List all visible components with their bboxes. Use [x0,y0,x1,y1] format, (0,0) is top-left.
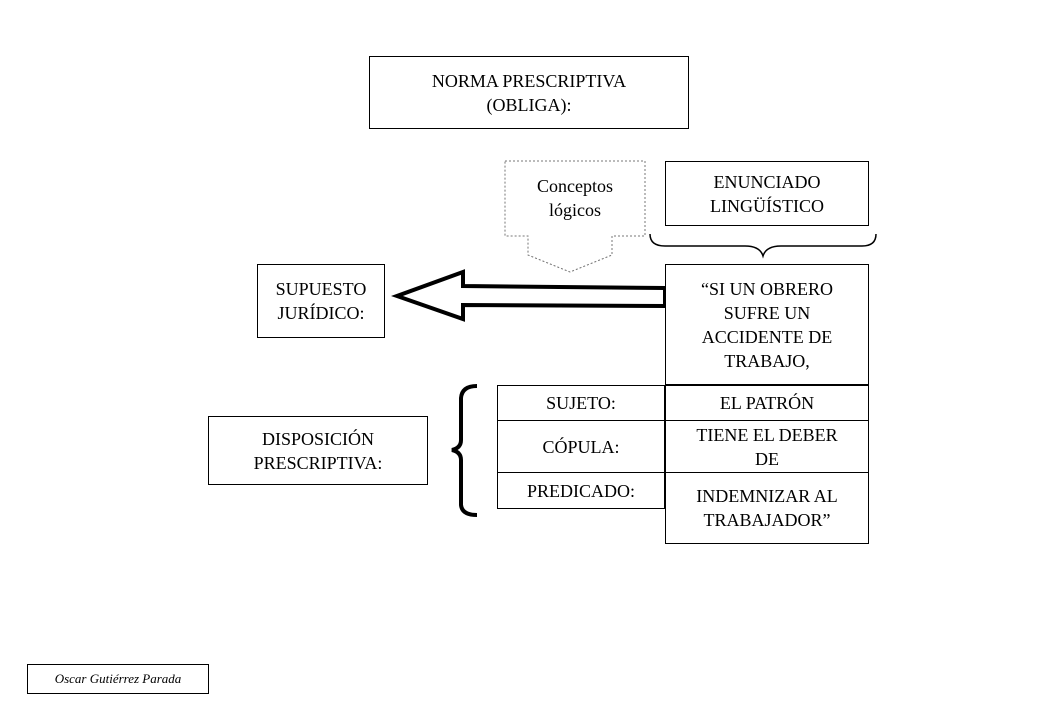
copula-value: TIENE EL DEBER DE [665,420,869,473]
conceptos-dotted-arrow [504,160,646,273]
sujeto-value: EL PATRÓN [665,385,869,421]
big-left-arrow [391,269,667,322]
norma-prescriptiva-box: NORMA PRESCRIPTIVA (OBLIGA): [369,56,689,129]
copula-label: CÓPULA: [497,420,665,473]
author-credit: Oscar Gutiérrez Parada [27,664,209,694]
enunciado-linguistico-box: ENUNCIADO LINGÜÍSTICO [665,161,869,226]
enunciado-curly-brace [649,233,877,259]
predicado-value: INDEMNIZAR AL TRABAJADOR” [665,472,869,544]
disposicion-prescriptiva-box: DISPOSICIÓN PRESCRIPTIVA: [208,416,428,485]
disposicion-brace [451,384,478,517]
supuesto-text-box: “SI UN OBRERO SUFRE UN ACCIDENTE DE TRAB… [665,264,869,385]
predicado-label: PREDICADO: [497,472,665,509]
conceptos-logicos-label: Conceptos lógicos [537,175,613,220]
supuesto-juridico-box: SUPUESTO JURÍDICO: [257,264,385,338]
sujeto-label: SUJETO: [497,385,665,421]
